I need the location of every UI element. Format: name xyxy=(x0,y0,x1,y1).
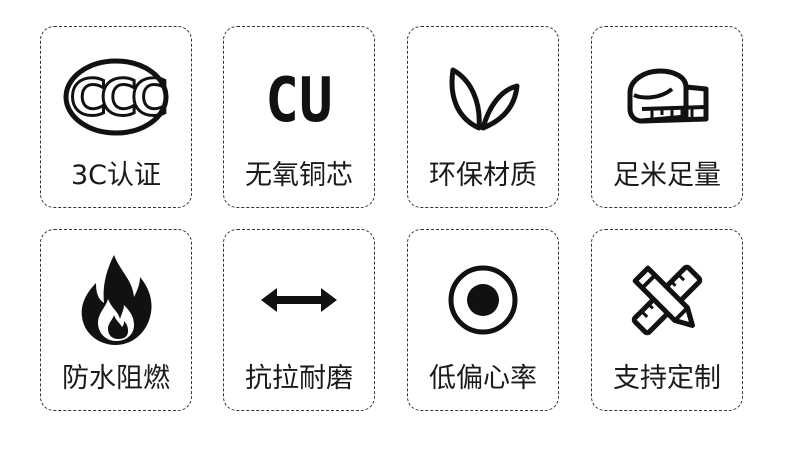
feature-card-wear: 抗拉耐磨 xyxy=(223,229,375,411)
copper-cu-icon: CU xyxy=(224,55,374,139)
feature-label: 3C认证 xyxy=(70,160,162,191)
double-arrow-icon xyxy=(224,258,374,342)
leaf-icon xyxy=(408,55,558,139)
feature-label: 足米足量 xyxy=(613,160,721,191)
feature-label: 无氧铜芯 xyxy=(245,160,353,191)
concentric-circle-icon xyxy=(408,258,558,342)
feature-label: 支持定制 xyxy=(613,363,721,394)
copper-cu-text: CU xyxy=(265,63,332,135)
feature-card-length: 足米足量 xyxy=(591,26,743,208)
feature-label: 环保材质 xyxy=(429,160,537,191)
feature-card-core: 低偏心率 xyxy=(407,229,559,411)
feature-label: 低偏心率 xyxy=(429,363,537,394)
feature-label: 抗拉耐磨 xyxy=(245,363,353,394)
feature-label: 防水阻燃 xyxy=(62,363,170,394)
ccc-mark-icon: CCC xyxy=(41,55,191,139)
feature-card-cu: CU 无氧铜芯 xyxy=(223,26,375,208)
pencil-ruler-icon xyxy=(592,258,742,342)
flame-icon xyxy=(41,252,191,348)
feature-card-custom: 支持定制 xyxy=(591,229,743,411)
ccc-mark-text: CCC xyxy=(70,69,165,127)
measuring-tape-icon xyxy=(592,55,742,139)
feature-card-fire: 防水阻燃 xyxy=(40,229,192,411)
feature-card-eco: 环保材质 xyxy=(407,26,559,208)
feature-card-3c: CCC 3C认证 xyxy=(40,26,192,208)
